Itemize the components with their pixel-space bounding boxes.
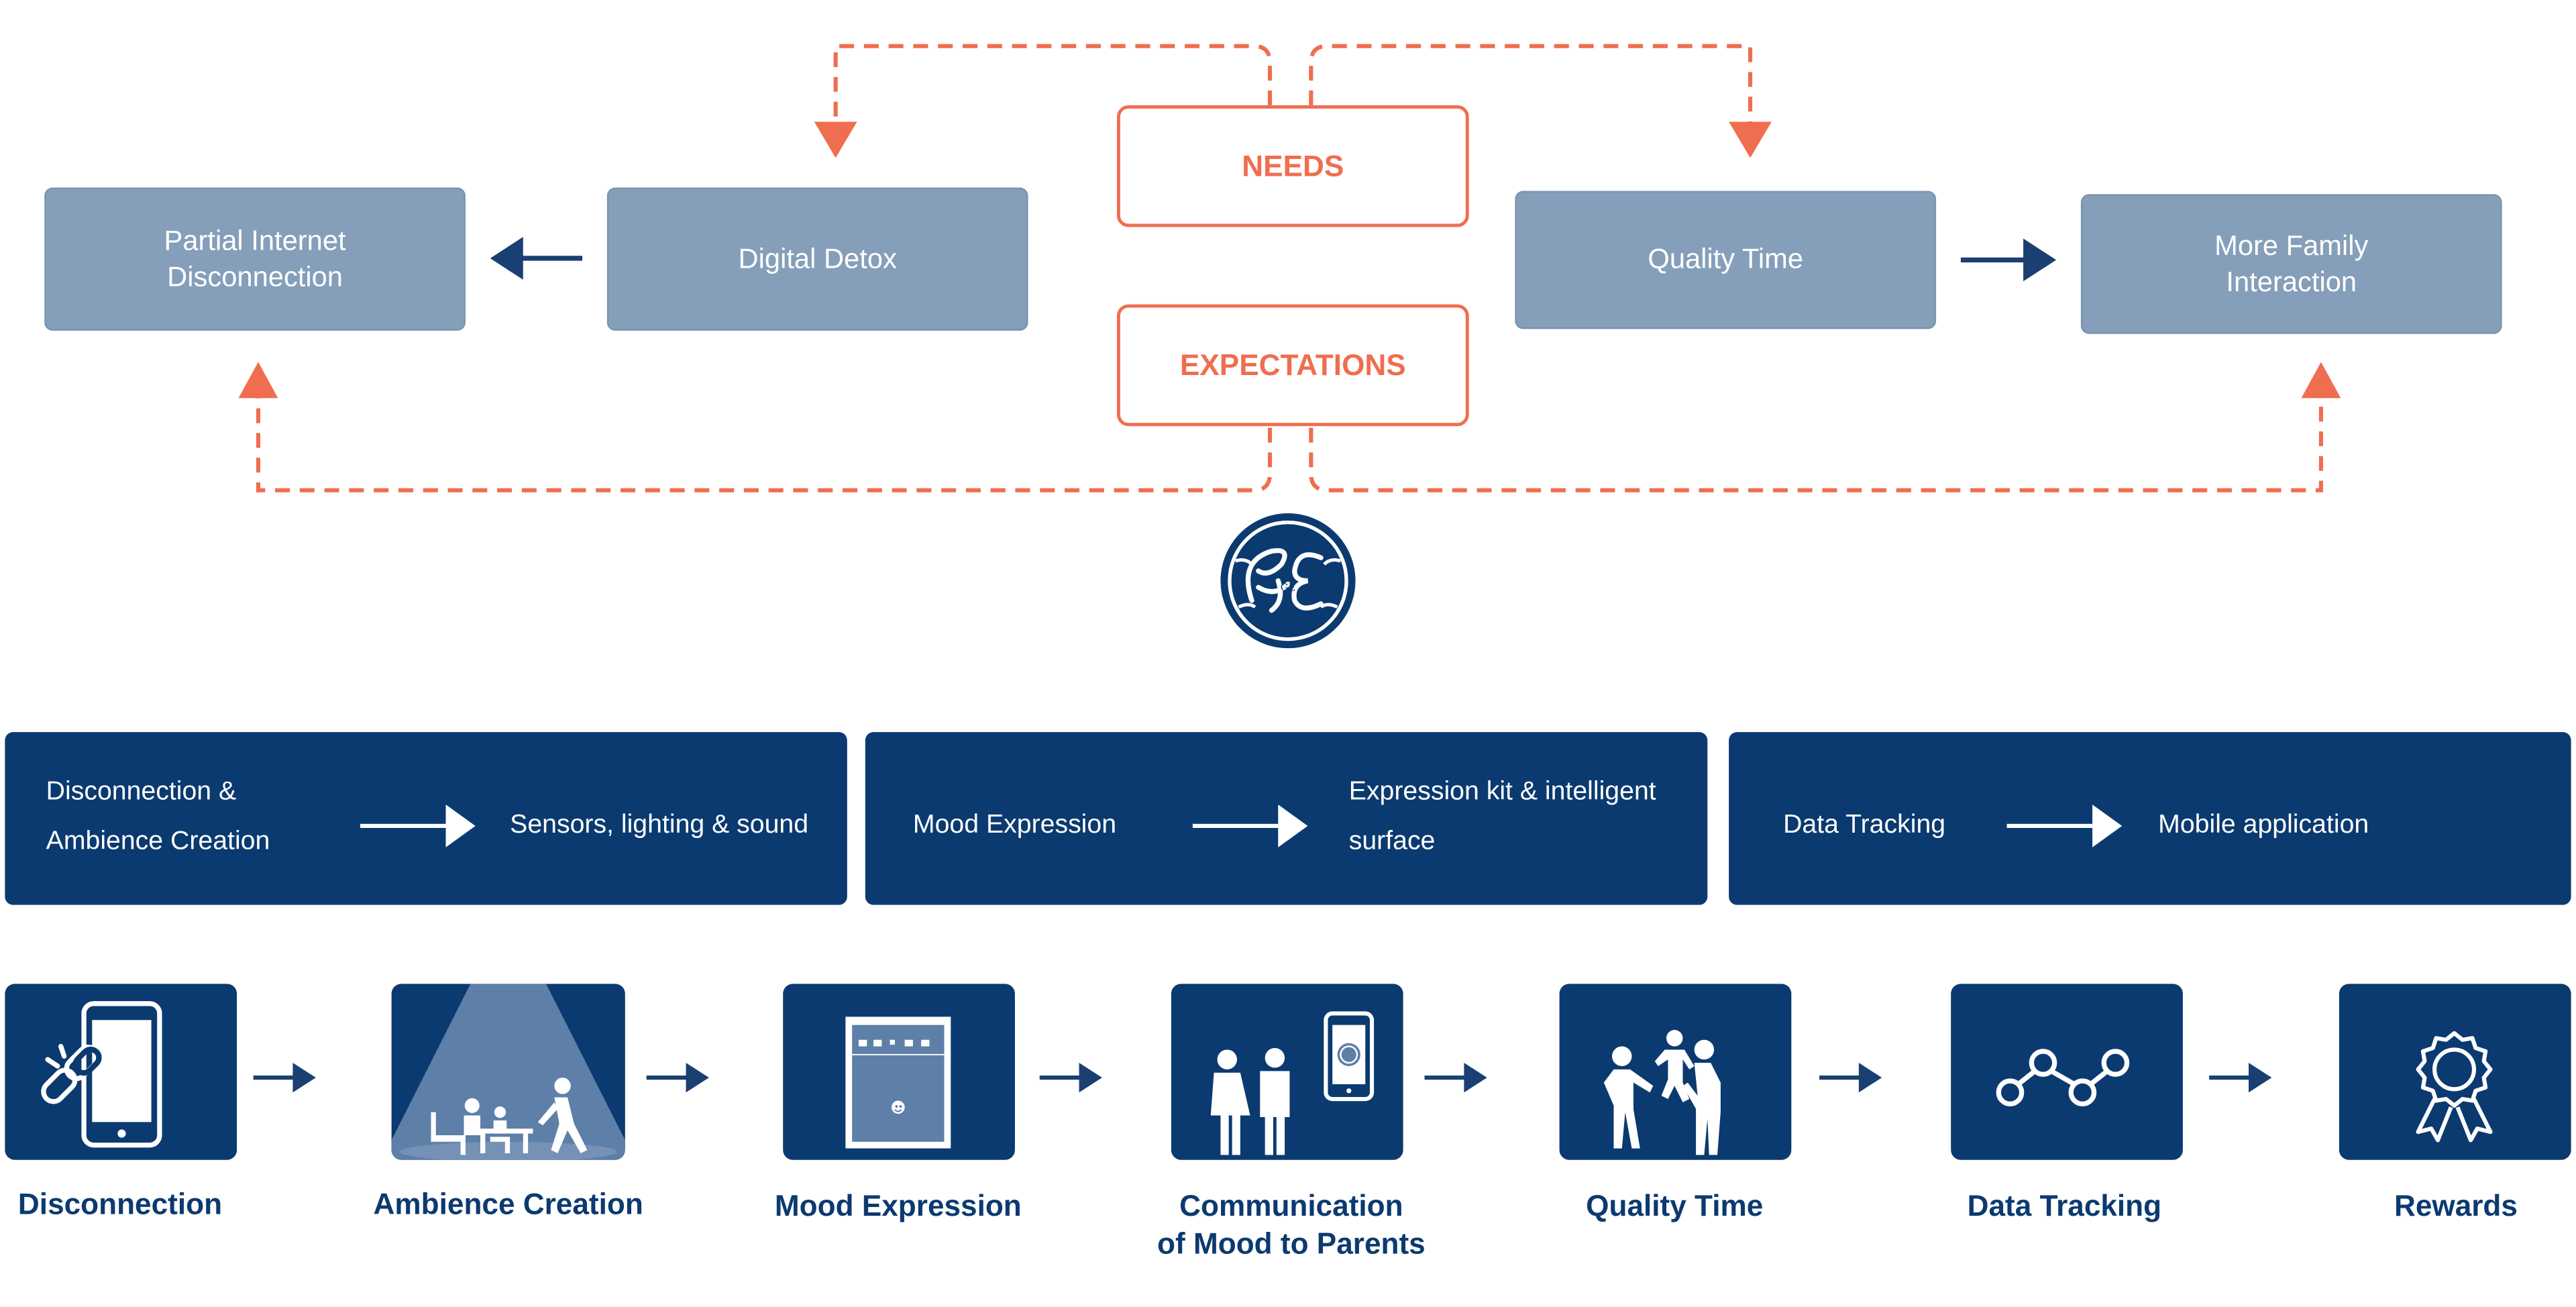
step-tile-mood-expression	[783, 984, 1015, 1160]
ge-monogram-logo-icon: GE	[1220, 513, 1356, 649]
step-tile-rewards	[2339, 984, 2571, 1160]
digital-detox-box: Digital Detox	[606, 187, 1028, 331]
node-label-line: Disconnection	[167, 260, 343, 293]
step-label-line: Ambience Creation	[373, 1188, 643, 1221]
arrow-right-icon	[292, 1063, 316, 1093]
node-label-line: Interaction	[2226, 266, 2357, 297]
step-label-communication: Communication of Mood to Parents	[1110, 1188, 1472, 1263]
expectations-box: EXPECTATIONS	[1116, 304, 1469, 427]
step-label-disconnection: Disconnection	[0, 1186, 284, 1224]
arrow-right-icon	[2249, 1063, 2272, 1093]
step-label-line: Mood Expression	[774, 1189, 1022, 1222]
step-label-line: Rewards	[2394, 1189, 2518, 1222]
up-arrowhead-left	[238, 362, 278, 399]
node-label-line: Partial Internet	[164, 224, 346, 256]
step-label-line: Data Tracking	[1967, 1189, 2162, 1222]
step-label-line: Disconnection	[17, 1188, 223, 1221]
feature-panel-ambience: Disconnection & Ambience Creation Sensor…	[5, 732, 847, 905]
node-label: Quality Time	[1648, 243, 1804, 275]
step-tile-disconnection	[5, 984, 237, 1160]
family-lifting-child-icon	[1603, 1030, 1721, 1155]
step-tile-quality-time	[1559, 984, 1792, 1160]
arrow-right-icon	[1079, 1063, 1102, 1093]
step-label-quality-time: Quality Time	[1510, 1188, 1839, 1225]
feature-panel-data: Data Tracking Mobile application	[1729, 732, 2571, 905]
arrow-right-icon	[1858, 1063, 1882, 1093]
partial-internet-disconnection-box: Partial Internet Disconnection	[44, 187, 466, 331]
arrow-right-icon	[2006, 804, 2123, 847]
step-tile-data-tracking	[1951, 984, 2183, 1160]
arrow-right-icon	[1464, 1063, 1487, 1093]
up-arrowhead-right	[2301, 362, 2341, 399]
award-ribbon-icon	[2416, 1031, 2493, 1143]
node-label: Digital Detox	[738, 242, 897, 274]
down-arrowhead-right	[1729, 121, 1772, 158]
feature-panel-mood: Mood Expression Expression kit & intelli…	[865, 732, 1708, 905]
arrow-right-icon	[1192, 804, 1308, 847]
step-label-rewards: Rewards	[2292, 1188, 2576, 1225]
needs-box: NEEDS	[1116, 105, 1469, 227]
step-label-line: of Mood to Parents	[1157, 1227, 1426, 1261]
expectations-to-partial-internet-connector	[256, 398, 1273, 492]
step-tile-communication	[1171, 984, 1403, 1160]
feature-output-line: Expression kit & intelligent	[1348, 778, 1656, 806]
family-table-spotlight-icon	[391, 984, 625, 1160]
needs-to-quality-time-connector	[1309, 44, 1753, 122]
needs-to-digital-detox-connector	[833, 44, 1273, 122]
step-tile-ambience	[391, 984, 625, 1160]
feature-output-line: surface	[1348, 827, 1436, 856]
quality-time-box: Quality Time	[1515, 191, 1937, 329]
step-label-ambience: Ambience Creation	[343, 1186, 672, 1224]
feature-input-line: Ambience Creation	[46, 827, 270, 856]
arrow-right-icon	[360, 804, 476, 847]
smart-tablet-icon	[845, 1016, 951, 1149]
step-label-mood-expression: Mood Expression	[734, 1188, 1063, 1225]
step-label-line: Quality Time	[1586, 1189, 1764, 1222]
broken-link-phone-icon	[41, 1001, 162, 1148]
needs-label: NEEDS	[1242, 148, 1344, 182]
feature-input-line: Data Tracking	[1783, 811, 1946, 839]
data-graph-icon	[1996, 1049, 2130, 1107]
step-label-line: Communication	[1179, 1189, 1403, 1222]
arrow-right-icon	[2023, 238, 2057, 282]
feature-input-line: Mood Expression	[912, 811, 1117, 839]
feature-output-line: Sensors, lighting & sound	[510, 811, 809, 839]
expectations-label: EXPECTATIONS	[1179, 348, 1406, 381]
expectations-to-family-interaction-connector	[1309, 398, 2323, 492]
down-arrowhead-left	[814, 121, 857, 158]
node-label-line: More Family	[2214, 229, 2369, 261]
feature-output-line: Mobile application	[2158, 811, 2369, 839]
parents-phone-icon	[1210, 1011, 1375, 1155]
arrow-right-icon	[686, 1063, 709, 1093]
feature-input-line: Disconnection &	[46, 778, 237, 806]
arrow-left-icon	[490, 237, 523, 280]
logo-text: GE	[1281, 582, 1295, 593]
step-label-data-tracking: Data Tracking	[1900, 1188, 2229, 1225]
more-family-interaction-box: More Family Interaction	[2080, 194, 2502, 334]
